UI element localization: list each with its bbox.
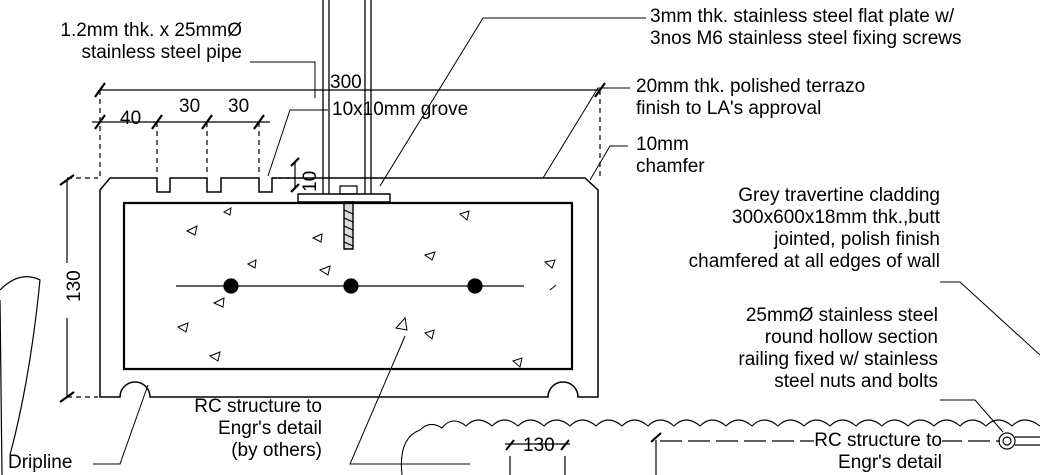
rc-core (124, 203, 572, 369)
chamfer-note-line1: 10mm (636, 134, 689, 155)
dim-130-vertical (60, 175, 98, 402)
rc-right-note: RC structure to Engr's detail (814, 430, 942, 474)
cladding-note-line3: jointed, polish finish (774, 229, 940, 250)
grove-note-line1: 10x10mm grove (332, 99, 469, 120)
cladding-note-line1: Grey travertine cladding (738, 185, 940, 206)
pipe-note-line1: 1.2mm thk. x 25mmØ (60, 20, 242, 41)
grove-note: 10x10mm grove (332, 99, 468, 121)
dim-300-label: 300 (330, 72, 362, 93)
dripline-note-line1: Dripline (8, 452, 73, 473)
terrazo-note: 20mm thk. polished terrazo finish to LA'… (636, 76, 865, 120)
break-cloud (401, 420, 1040, 475)
railing-section (998, 432, 1040, 450)
dim-10-label: 10 (300, 171, 321, 192)
cladding-note: Grey travertine cladding 300x600x18mm th… (689, 185, 940, 273)
rc-left-note-line3: (by others) (231, 440, 322, 461)
railing-note-line3: railing fixed w/ stainless (738, 349, 938, 370)
rc-left-note-line1: RC structure to (194, 396, 322, 417)
steel-pipe (323, 0, 371, 194)
rc-right-note-line2: Engr's detail (838, 452, 942, 473)
chamfer-note: 10mm chamfer (636, 134, 705, 178)
dim-bottom-130-label: 130 (523, 435, 555, 456)
plate-note-line1: 3mm thk. stainless steel flat plate w/ (650, 6, 955, 27)
rc-left-note-line2: Engr's detail (218, 418, 322, 439)
dim-30a-label: 30 (179, 96, 200, 117)
chamfer-note-line2: chamfer (636, 156, 705, 177)
dripline-note: Dripline (8, 452, 72, 474)
dim-300 (95, 83, 605, 176)
rebar-left (223, 278, 239, 294)
rebar-right (467, 278, 483, 294)
plate-note-line2: 3nos M6 stainless steel fixing screws (650, 28, 962, 49)
railing-note-line4: steel nuts and bolts (774, 371, 938, 392)
coping-outline (100, 178, 598, 397)
terrazo-note-line2: finish to LA's approval (636, 98, 822, 119)
left-edge-detail (0, 277, 40, 475)
terrazo-note-line1: 20mm thk. polished terrazo (636, 76, 866, 97)
railing-note: 25mmØ stainless steel round hollow secti… (738, 305, 938, 393)
cladding-note-line4: chamfered at all edges of wall (688, 251, 940, 272)
dim-40-label: 40 (120, 108, 141, 129)
plate-note: 3mm thk. stainless steel flat plate w/ 3… (650, 6, 962, 50)
rebar-mid (343, 278, 359, 294)
flat-plate (298, 186, 390, 249)
railing-note-line1: 25mmØ stainless steel (745, 305, 938, 326)
rc-right-note-line1: RC structure to (814, 430, 942, 451)
cladding-note-line2: 300x600x18mm thk.,butt (731, 207, 940, 228)
pipe-note: 1.2mm thk. x 25mmØ stainless steel pipe (60, 20, 242, 64)
dim-30b-label: 30 (228, 96, 249, 117)
railing-note-line2: round hollow section (764, 327, 938, 348)
pipe-note-line2: stainless steel pipe (81, 42, 242, 63)
dim-40-30-30 (92, 115, 270, 176)
aggregate-hatch (178, 208, 556, 367)
dim-10 (272, 158, 299, 192)
leader-lines (93, 18, 1040, 464)
rc-left-note: RC structure to Engr's detail (by others… (194, 396, 322, 462)
dim-130-label: 130 (64, 270, 85, 302)
